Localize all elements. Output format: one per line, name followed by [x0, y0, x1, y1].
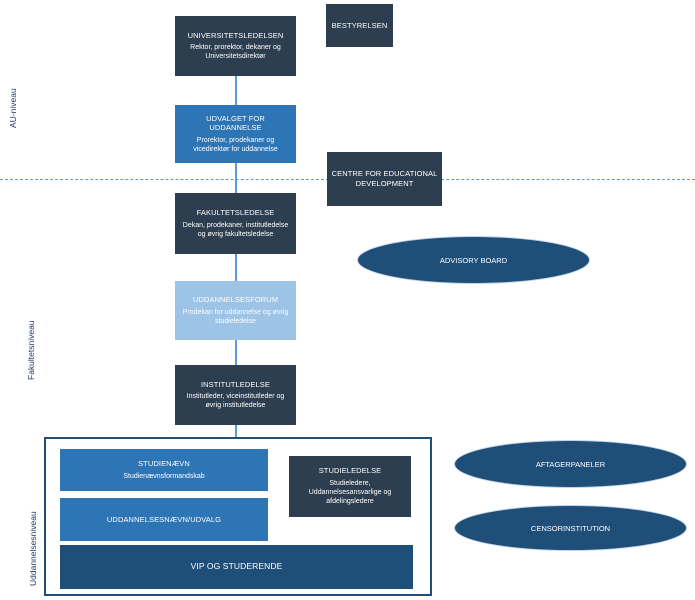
uddannelsesnaevn-box: UDDANNELSESNÆVN/UDVALG — [60, 498, 268, 541]
box-subtitle: Studieledere, Uddannelsesansvarlige og a… — [308, 480, 392, 506]
uddannelsesforum-box: UDDANNELSESFORUM Prodekan for uddannelse… — [175, 281, 296, 340]
fakultetsledelse-box: FAKULTETSLEDELSE Dekan, prodekaner, inst… — [175, 193, 296, 254]
connector-line — [235, 254, 237, 281]
box-title: BESTYRELSEN — [331, 20, 388, 30]
box-subtitle: Dekan, prodekaner, institutledelse og øv… — [182, 221, 289, 238]
box-title: UDVALGET FOR UDDANNELSE — [206, 113, 265, 133]
box-title: UDDANNELSESNÆVN/UDVALG — [106, 514, 222, 524]
box-subtitle: Institutleder, viceinstitutleder og øvri… — [186, 393, 285, 410]
uddannelsesniveau-container — [44, 437, 432, 596]
box-title: UNIVERSITETSLEDELSEN — [187, 30, 284, 40]
box-title: STUDIELEDELSE — [318, 466, 382, 476]
connector-line — [235, 425, 237, 437]
studieledelse-box: STUDIELEDELSE Studieledere, Uddannelsesa… — [289, 456, 411, 517]
box-title: FAKULTETSLEDELSE — [196, 208, 275, 218]
box-subtitle: Prodekan for uddannelse og øvrig studiel… — [182, 308, 289, 325]
box-subtitle: Studienævnsformandskab — [123, 472, 205, 480]
box-subtitle: Prorektor, prodekaner og vicedirektør fo… — [193, 137, 278, 154]
box-title: VIP OG STUDERENDE — [190, 561, 283, 572]
box-title: CENTRE FOR EDUCATIONAL DEVELOPMENT — [331, 169, 438, 188]
vip-box: VIP OG STUDERENDE — [60, 545, 413, 589]
universitetsledelsen-box: UNIVERSITETSLEDELSEN Rektor, prorektor, … — [175, 16, 296, 76]
connector-line — [235, 163, 237, 193]
box-subtitle: Rektor, prorektor, dekaner og Universite… — [190, 44, 281, 61]
level-label-uddannelse: Uddannelsesniveau — [28, 511, 38, 586]
ced-box: CENTRE FOR EDUCATIONAL DEVELOPMENT — [327, 152, 442, 206]
box-title: STUDIENÆVN — [138, 459, 190, 469]
level-label-au: AU-niveau — [8, 88, 18, 128]
box-title: UDDANNELSESFORUM — [192, 295, 279, 305]
level-label-fakultet: Fakultetsniveau — [26, 320, 36, 380]
advisory-board-ellipse: ADVISORY BOARD — [357, 236, 590, 284]
connector-line — [235, 76, 237, 105]
connector-line — [235, 340, 237, 365]
box-title: INSTITUTLEDELSE — [200, 379, 270, 389]
aftagerpaneler-ellipse: AFTAGERPANELER — [454, 440, 687, 488]
bestyrelsen-box: BESTYRELSEN — [326, 4, 393, 47]
censorinstitution-ellipse: CENSORINSTITUTION — [454, 505, 687, 551]
udvalget-box: UDVALGET FOR UDDANNELSE Prorektor, prode… — [175, 105, 296, 163]
institutledelse-box: INSTITUTLEDELSE Institutleder, viceinsti… — [175, 365, 296, 425]
studienaevn-box: STUDIENÆVN Studienævnsformandskab — [60, 449, 268, 491]
